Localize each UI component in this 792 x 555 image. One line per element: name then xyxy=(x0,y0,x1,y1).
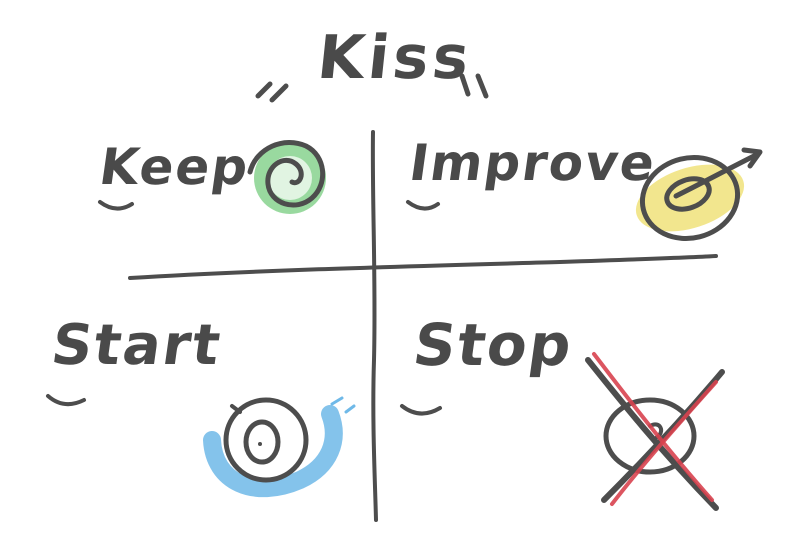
quadrant-label-stop: Stop xyxy=(409,311,578,379)
spiral-icon xyxy=(247,139,326,214)
quadrant-label-improve: Improve xyxy=(405,134,661,192)
vertical-divider xyxy=(370,130,378,522)
horizontal-divider xyxy=(128,254,718,280)
board-title: Kiss xyxy=(314,23,477,93)
crossed-out-icon xyxy=(585,352,725,511)
quadrant-label-keep: Keep xyxy=(95,138,254,196)
stop-smile xyxy=(400,404,442,416)
improve-smile xyxy=(406,200,440,211)
keep-smile xyxy=(98,200,134,211)
target-icon xyxy=(203,396,356,498)
quadrant-label-start: Start xyxy=(47,313,226,378)
start-smile xyxy=(46,394,86,407)
